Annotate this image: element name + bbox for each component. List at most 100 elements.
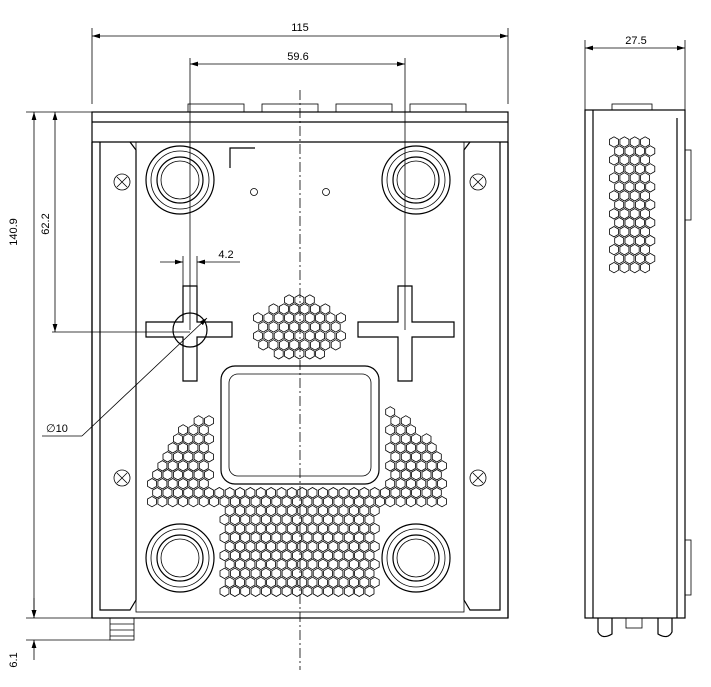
vent-hole: [235, 522, 245, 535]
vent-hole: [250, 495, 261, 508]
vent-hole: [645, 163, 656, 175]
vent-hole: [614, 145, 625, 157]
vent-hole: [219, 531, 230, 544]
vent-hole: [390, 469, 401, 481]
vent-hole: [323, 585, 333, 597]
vent-hole: [286, 576, 297, 589]
vent-hole: [292, 549, 302, 562]
vent-hole: [157, 478, 168, 490]
vent-hole: [437, 460, 447, 472]
vent-hole: [385, 442, 396, 454]
vent-hole: [624, 145, 635, 157]
vent-hole: [320, 303, 331, 315]
vent-hole: [609, 208, 619, 220]
vent-hole: [431, 487, 442, 499]
vent-hole: [157, 495, 168, 508]
vent-hole: [250, 567, 261, 580]
vent-hole: [426, 495, 437, 508]
vent-hole: [273, 330, 284, 342]
vent-hole: [224, 522, 235, 535]
vent-hole: [312, 531, 323, 544]
vent-hole: [294, 294, 305, 306]
vent-hole: [297, 504, 308, 517]
vent-hole: [258, 321, 269, 333]
rubber-foot: [145, 523, 215, 593]
vent-hole: [390, 487, 401, 499]
vent-hole: [302, 567, 313, 580]
vent-hole: [193, 433, 204, 445]
vent-hole: [250, 549, 261, 562]
vent-hole: [245, 522, 256, 535]
vent-hole: [318, 558, 328, 571]
vent-hole: [400, 487, 411, 499]
vent-hole: [624, 217, 635, 229]
vent-hole: [173, 469, 183, 481]
vent-hole: [333, 585, 344, 597]
vent-hole: [224, 576, 235, 589]
dimension-hole-height: 62.2: [40, 112, 190, 333]
vent-hole: [328, 576, 339, 589]
vent-hole: [304, 348, 315, 360]
vent-hole: [219, 513, 230, 526]
vent-hole: [635, 235, 645, 247]
vent-hole: [167, 460, 178, 472]
vent-hole: [294, 330, 305, 342]
vent-hole: [255, 487, 266, 499]
vent-hole: [400, 469, 411, 481]
vent-hole: [406, 424, 416, 436]
vent-hole: [198, 442, 209, 454]
vent-hole: [315, 348, 325, 360]
vent-holes: [147, 294, 447, 597]
vent-hole: [323, 531, 333, 544]
vent-hole: [178, 478, 188, 490]
vent-hole: [320, 321, 331, 333]
vent-hole: [276, 576, 287, 589]
vent-hole: [635, 163, 645, 175]
vent-hole: [230, 549, 240, 562]
vent-hole: [230, 495, 240, 508]
vent-hole: [369, 576, 380, 589]
vent-hole: [406, 478, 416, 490]
vent-hole: [297, 558, 308, 571]
vent-hole: [255, 558, 266, 571]
vent-hole: [279, 303, 289, 315]
vent-hole: [614, 252, 625, 265]
dimension-overall-width: 115: [91, 22, 509, 104]
vent-hole: [395, 460, 406, 472]
vent-hole: [645, 252, 656, 265]
vent-hole: [614, 181, 625, 193]
vent-hole: [390, 451, 401, 463]
vent-hole: [183, 469, 194, 481]
vent-hole: [416, 495, 427, 508]
vent-hole: [354, 495, 365, 508]
vent-hole: [328, 522, 339, 535]
vent-hole: [307, 558, 318, 571]
vent-hole: [271, 531, 282, 544]
vent-hole: [286, 522, 297, 535]
vent-hole: [261, 585, 271, 597]
vent-hole: [198, 424, 209, 436]
vent-hole: [307, 487, 318, 499]
vent-hole: [359, 504, 370, 517]
vent-hole: [253, 312, 263, 324]
vent-hole: [204, 487, 214, 499]
vent-hole: [289, 303, 300, 315]
small-hole: [322, 188, 330, 196]
vent-hole: [292, 531, 302, 544]
vent-hole: [645, 217, 656, 229]
vent-hole: [349, 487, 359, 499]
front-view: [91, 90, 509, 670]
vent-hole: [253, 330, 263, 342]
vent-hole: [173, 487, 183, 499]
vent-hole: [281, 585, 292, 597]
bottom-clip: [597, 618, 673, 638]
vent-hole: [421, 469, 432, 481]
vent-hole: [250, 531, 261, 544]
vent-hole: [395, 478, 406, 490]
vent-hole: [289, 339, 300, 351]
vent-hole: [271, 567, 282, 580]
screw-icon: [469, 173, 487, 191]
vent-hole: [349, 504, 359, 517]
vent-hole: [640, 243, 650, 256]
vent-hole: [297, 522, 308, 535]
